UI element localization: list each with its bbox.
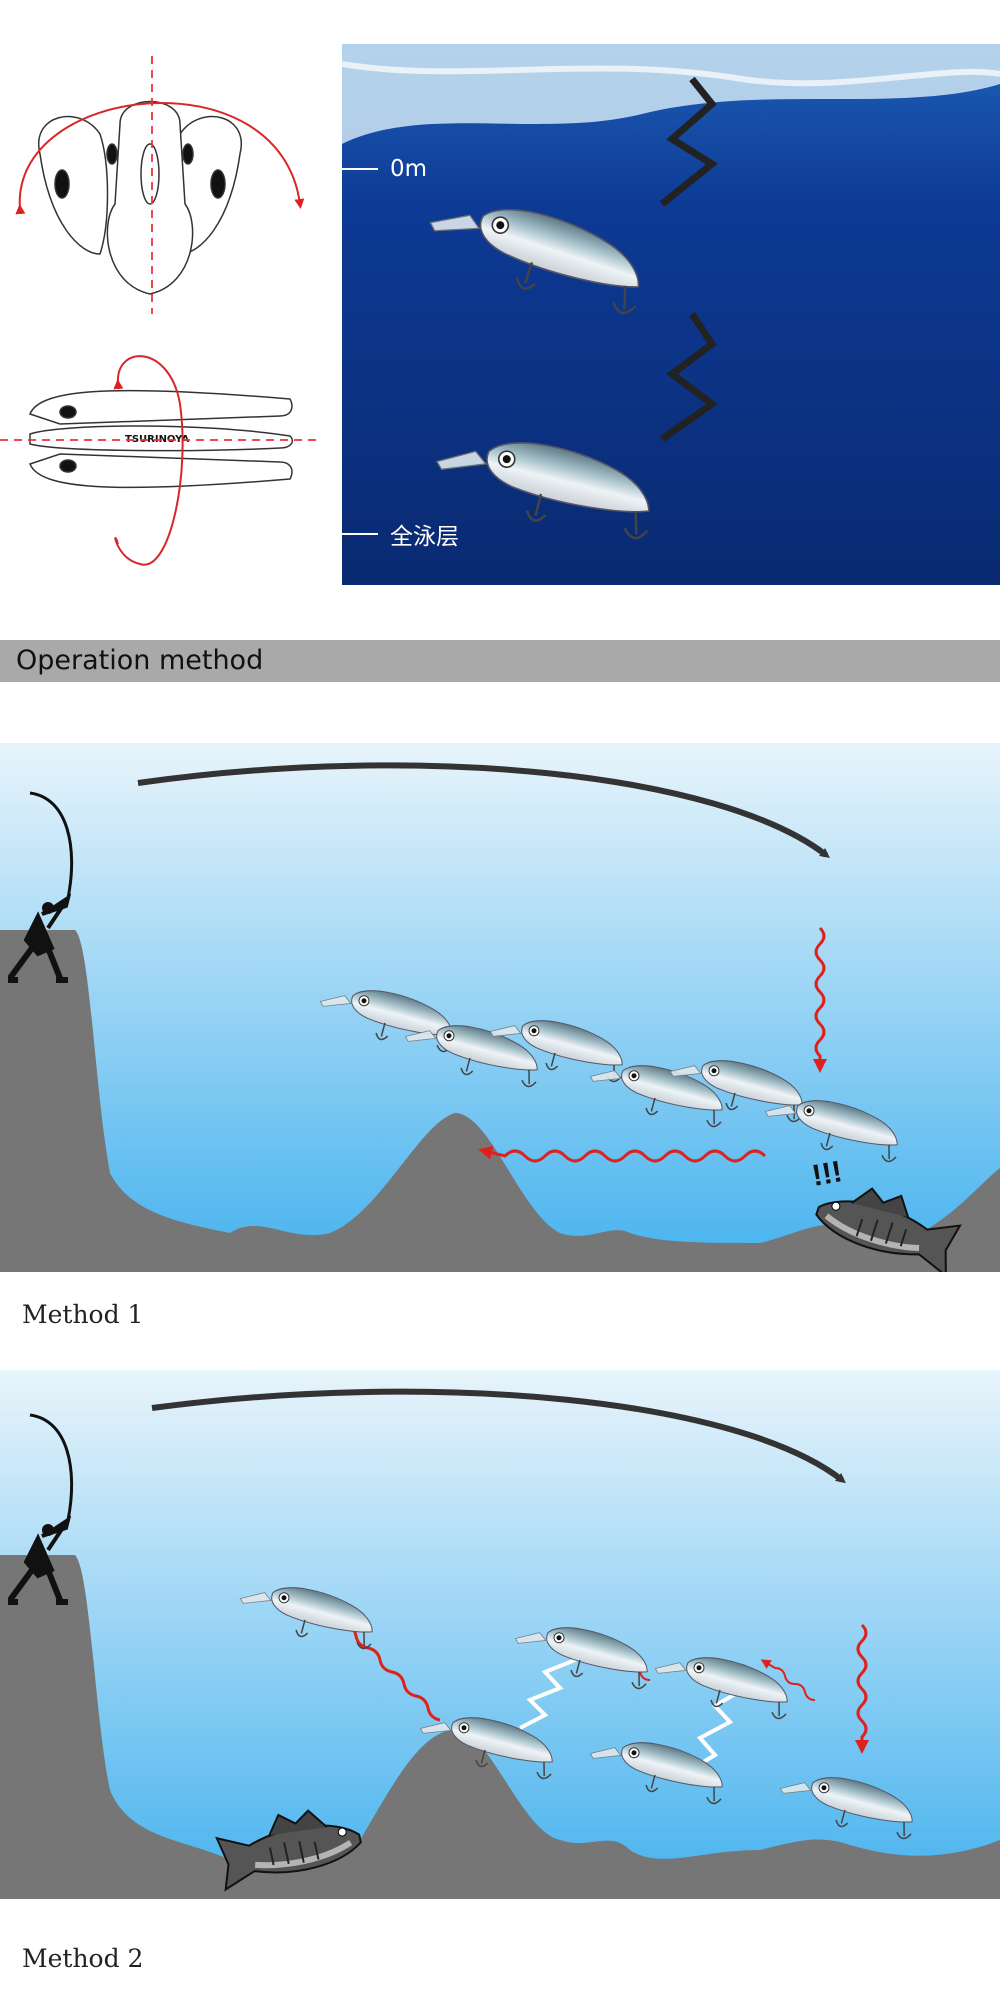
- sink-arrow: [813, 926, 827, 1073]
- section-title: Operation method: [16, 645, 264, 676]
- dart-zigzag-2: [688, 1686, 747, 1772]
- dart-zigzag-1: [519, 1656, 581, 1730]
- sink-arrow: [855, 1623, 869, 1754]
- method-2-caption: Method 2: [22, 1944, 144, 1973]
- cast-arrow: [137, 762, 830, 859]
- rotation-arrow-side: [113, 355, 184, 566]
- lure-side-view: [29, 389, 294, 489]
- jerk-arrow-3: [760, 1659, 816, 1701]
- cast-arrow: [151, 1388, 846, 1484]
- rotation-arrow-front: [15, 102, 305, 215]
- alert-marks: !!!: [809, 1155, 844, 1193]
- depth-label-top: 0m: [342, 156, 427, 182]
- depth-label-all-layer: 全泳层: [342, 517, 459, 551]
- rock-terrain: [0, 1555, 1000, 1899]
- zigzag-line-2: [659, 312, 718, 442]
- jerk-arrow-1: [327, 1616, 441, 1722]
- rock-terrain: [0, 930, 1000, 1272]
- method-1-diagram: !!!: [0, 743, 1000, 1272]
- method-1-caption: Method 1: [22, 1300, 144, 1329]
- lure-front-view: [37, 100, 243, 295]
- method-2-diagram: [0, 1370, 1000, 1899]
- lure-rotation-diagram: TSURINOYA: [0, 56, 320, 566]
- underwater-lure-photo: 0m 全泳层: [342, 44, 1000, 585]
- section-header: Operation method: [0, 640, 1000, 682]
- zigzag-line-1: [659, 76, 719, 207]
- retrieve-arrow: [478, 1145, 767, 1163]
